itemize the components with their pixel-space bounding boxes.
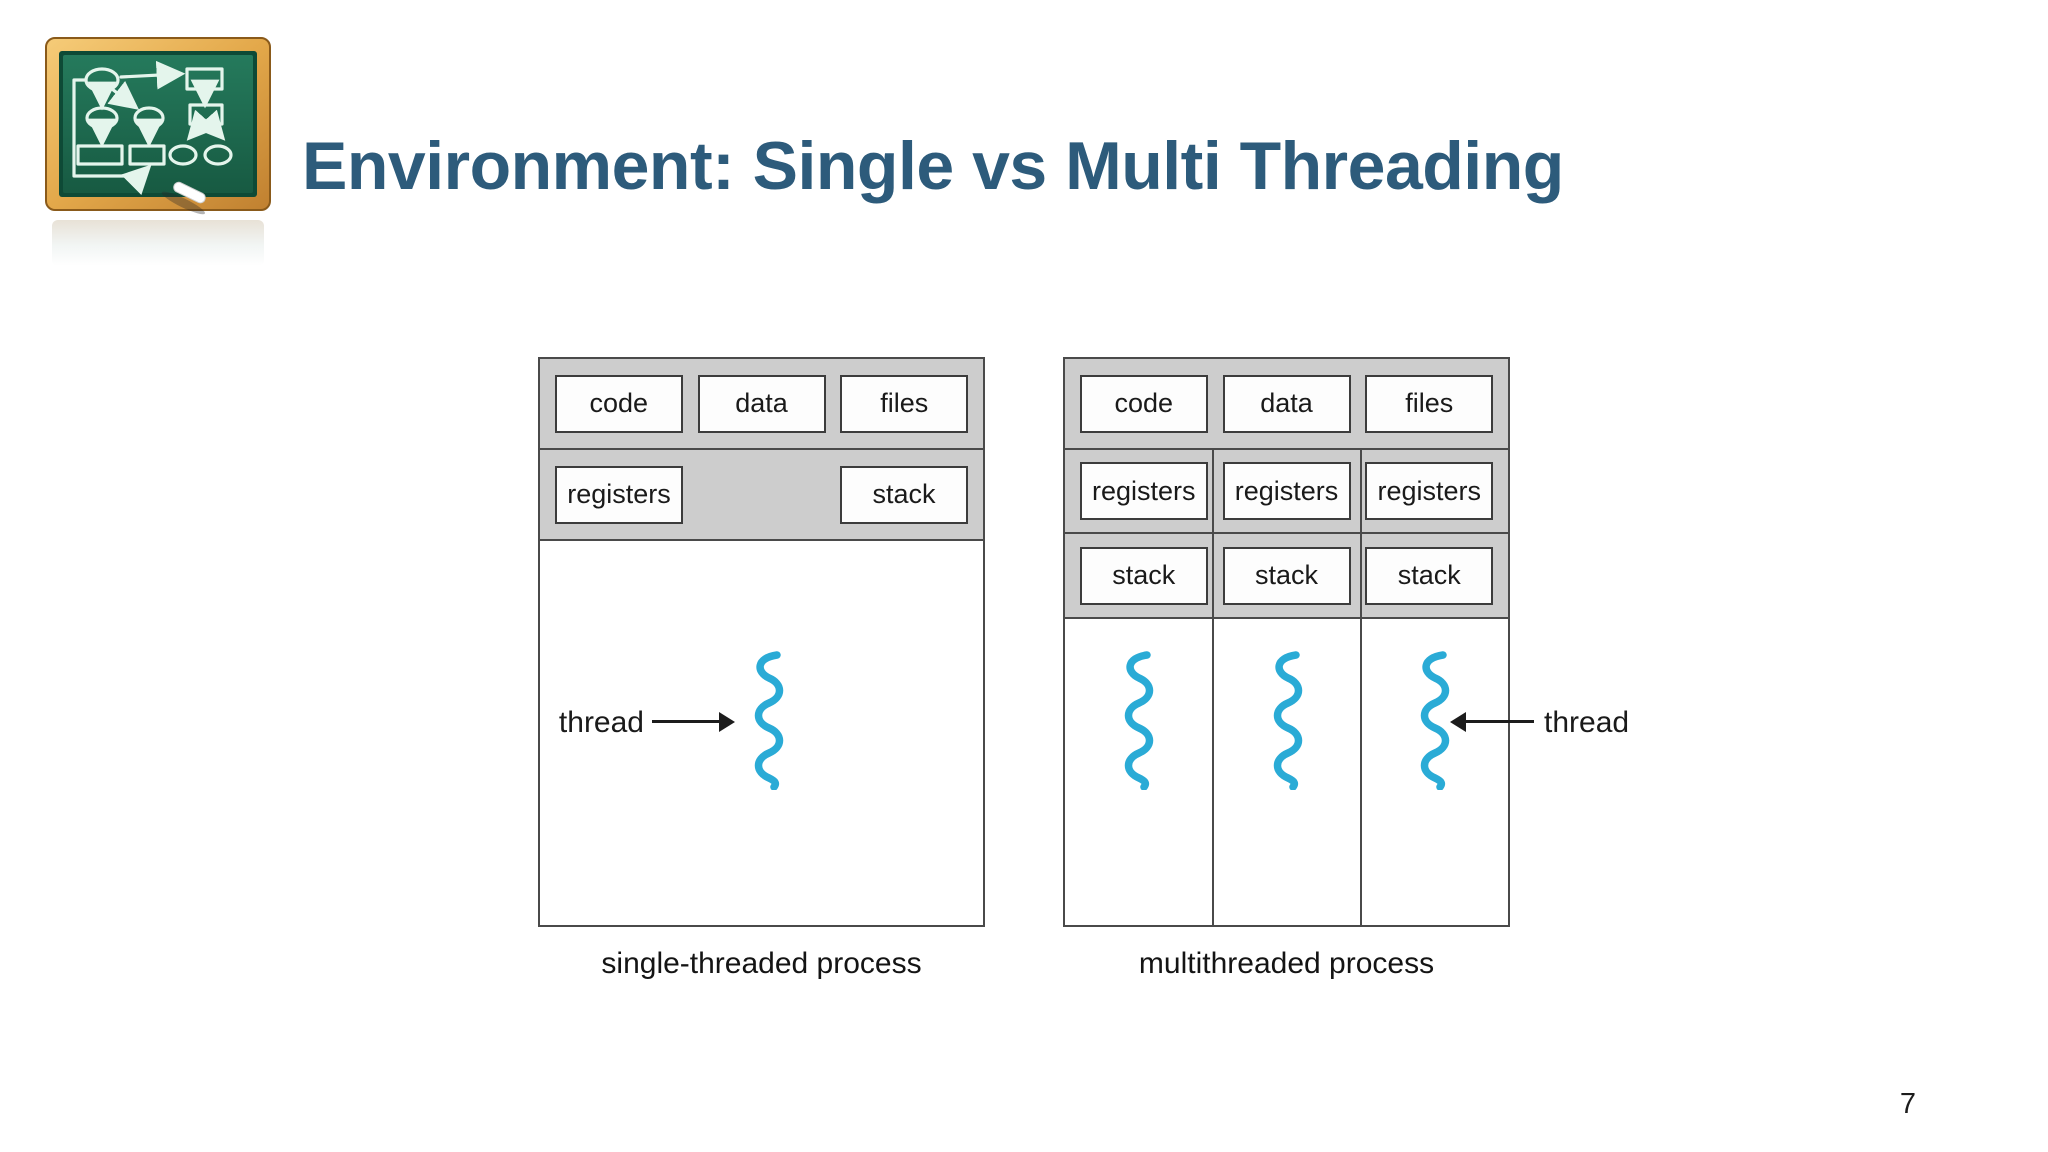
registers-box: registers (555, 465, 683, 524)
registers-box: registers (1079, 462, 1208, 520)
multi-process-caption: multithreaded process (1138, 947, 1435, 980)
multi-top-row: code data files (1065, 359, 1508, 450)
thread-label: thread (1544, 706, 1630, 739)
thread-arrow (652, 720, 719, 723)
multithreaded-process-diagram: code data files registers registers regi… (1063, 357, 1510, 927)
page-title: Environment: Single vs Multi Threading (302, 128, 1564, 204)
files-box: files (840, 374, 969, 433)
thread-squiggle-icon (754, 651, 784, 790)
thread-squiggle-icon (1124, 651, 1154, 790)
thread-label: thread (558, 706, 644, 739)
logo-reflection (52, 220, 264, 266)
registers-box: registers (1365, 462, 1494, 520)
stack-box: stack (1079, 546, 1208, 605)
data-box: data (1222, 374, 1351, 433)
registers-box: registers (1222, 462, 1351, 520)
thread-squiggle-icon (1420, 651, 1450, 790)
multi-registers-row: registers registers registers (1065, 450, 1508, 534)
stack-box: stack (840, 465, 968, 524)
thread-squiggle-icon (1273, 651, 1303, 790)
data-box: data (697, 374, 826, 433)
chalkboard-logo (44, 36, 272, 266)
column-divider (1360, 450, 1362, 925)
arrow-right-icon (719, 712, 735, 732)
page-number: 7 (1899, 1088, 1917, 1120)
single-threaded-process-diagram: code data files registers stack (538, 357, 985, 927)
multi-stack-row: stack stack stack (1065, 534, 1508, 619)
chalkboard-flowchart-icon (45, 37, 271, 215)
single-top-row: code data files (540, 359, 983, 450)
arrow-left-icon (1450, 712, 1466, 732)
column-divider (1212, 450, 1214, 925)
code-box: code (1079, 374, 1208, 433)
single-process-caption: single-threaded process (601, 947, 922, 980)
stack-box: stack (1365, 546, 1494, 605)
single-registers-stack-row: registers stack (540, 450, 983, 541)
code-box: code (554, 374, 683, 433)
stack-box: stack (1222, 546, 1351, 605)
files-box: files (1365, 374, 1494, 433)
thread-arrow (1466, 720, 1534, 723)
